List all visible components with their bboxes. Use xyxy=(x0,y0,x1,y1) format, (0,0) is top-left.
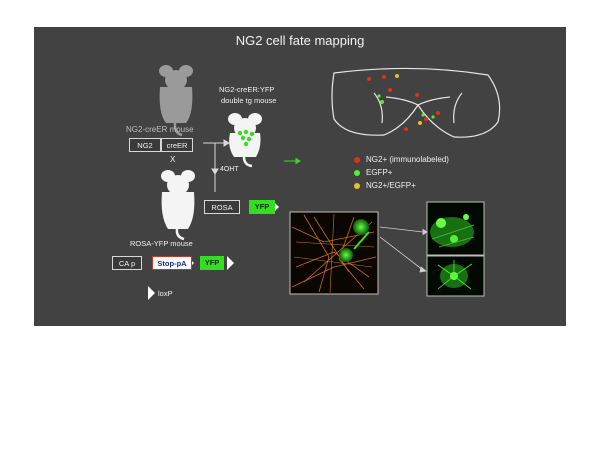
legend-item-egfp: EGFP+ xyxy=(354,168,392,177)
loxp-label: loxP xyxy=(158,289,173,298)
double-tg-mouse-icon xyxy=(228,113,262,168)
micrograph-image xyxy=(426,201,485,256)
rosa-box: ROSA xyxy=(204,200,240,214)
spinal-cord-outline xyxy=(331,67,501,138)
green-dot-icon xyxy=(354,169,360,176)
rosa-yfp-mouse-icon xyxy=(161,170,195,241)
creer-box: creER xyxy=(161,138,193,152)
green-arrow-icon xyxy=(284,157,301,165)
ng2-creer-mouse-icon xyxy=(159,65,193,137)
red-dot-icon xyxy=(354,156,360,163)
cap-promoter-box: CA p xyxy=(112,256,142,270)
spinal-cord-cells xyxy=(367,74,440,131)
double-yfp-box: YFP xyxy=(249,200,275,214)
diagram-artwork xyxy=(148,65,501,300)
treatment-label: 4OHT xyxy=(220,166,239,173)
legend-item-ng2-egfp: NG2+/EGFP+ xyxy=(354,181,416,190)
ng2-promoter-box: NG2 xyxy=(129,138,161,152)
micrograph-image xyxy=(289,211,379,295)
yellow-dot-icon xyxy=(354,182,360,189)
micrograph-arrows xyxy=(379,226,428,273)
double-mouse-label-line2: double tg mouse xyxy=(221,96,277,105)
slide: NG2 cell fate mapping NG2-creER mouse NG… xyxy=(34,27,566,326)
ng2-creer-mouse-label: NG2-creER mouse xyxy=(126,125,194,134)
cross-symbol: X xyxy=(170,155,176,164)
rosa-yfp-mouse-label: ROSA-YFP mouse xyxy=(130,239,193,248)
stop-pa-box: Stop-pA xyxy=(152,256,192,270)
micrograph-image xyxy=(426,255,485,297)
double-mouse-label-line1: NG2-creER:YFP xyxy=(219,85,275,94)
legend-item-ng2: NG2+ (immunolabeled) xyxy=(354,155,449,164)
loxp-triangle-icon xyxy=(148,286,155,300)
rosa-yfp-box: YFP xyxy=(200,256,224,270)
diagram-title: NG2 cell fate mapping xyxy=(235,33,365,48)
loxp-triangle-icon xyxy=(227,256,234,270)
